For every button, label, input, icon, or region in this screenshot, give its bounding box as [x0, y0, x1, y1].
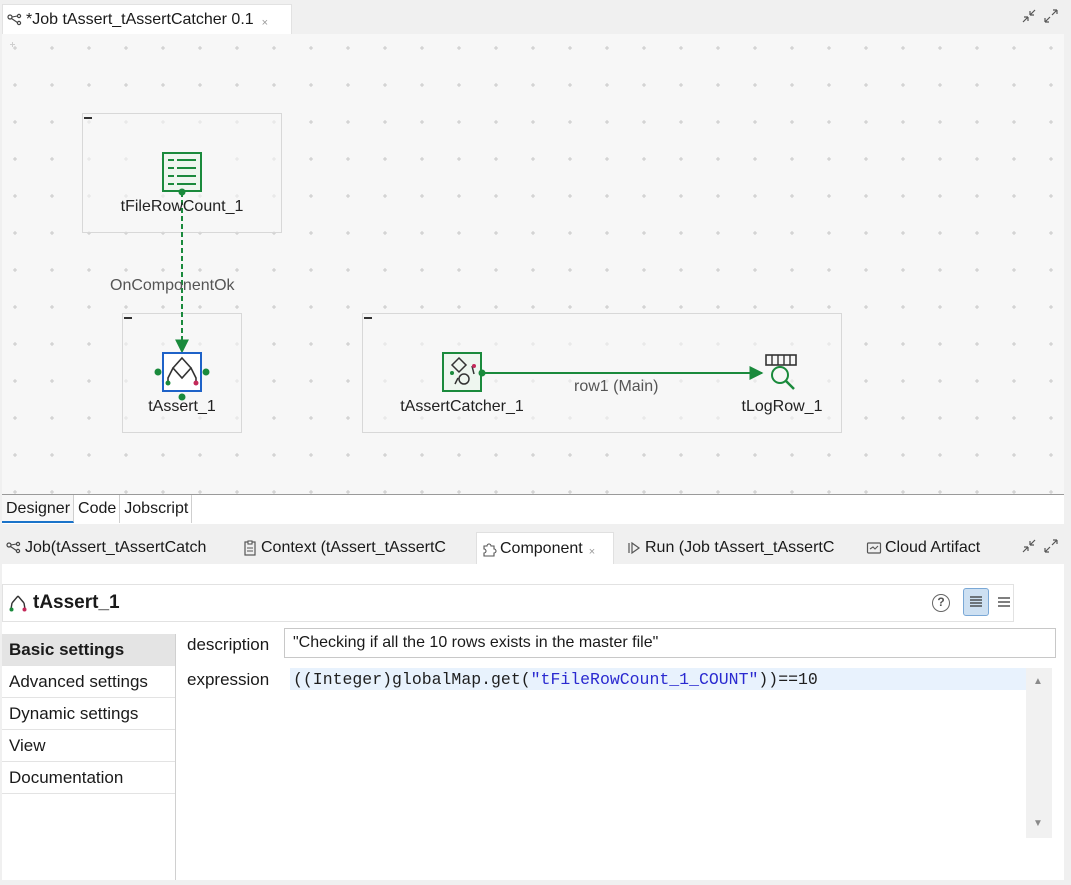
designer-canvas[interactable]: tFileRowCount_1 OnComponentOk tAssert_1 … [2, 34, 1064, 494]
tab-cloud-artifact[interactable]: Cloud Artifact [862, 532, 1012, 564]
expression-code: ((Integer)globalMap.get( [293, 670, 531, 689]
view-tab-bar: Job(tAssert_tAssertCatch Context (tAsser… [0, 532, 1071, 564]
minimize-icon[interactable] [1021, 8, 1037, 24]
tab-cloud-artifact-label: Cloud Artifact [885, 539, 981, 556]
run-icon [628, 541, 641, 555]
maximize-icon[interactable] [1043, 538, 1059, 554]
component-view: tAssert_1 ? Basic settings Advanced sett… [2, 564, 1064, 880]
tab-job-label: Job(tAssert_tAssertCatch [25, 539, 207, 556]
nav-advanced-settings[interactable]: Advanced settings [2, 666, 175, 698]
maximize-icon[interactable] [1043, 8, 1059, 24]
canvas-connections [154, 152, 797, 401]
context-icon [244, 540, 256, 556]
tab-job[interactable]: Job(tAssert_tAssertCatch [2, 532, 234, 564]
connection-label-oncomponentok[interactable]: OnComponentOk [110, 277, 235, 294]
help-icon[interactable]: ? [932, 594, 950, 612]
component-header: tAssert_1 [2, 584, 1014, 622]
tab-component-label: Component [500, 539, 583, 557]
tab-context-label: Context (tAssert_tAssertC [261, 539, 446, 556]
tab-designer[interactable]: Designer [2, 495, 75, 523]
collapse-toggle[interactable] [124, 317, 132, 319]
puzzle-icon [483, 542, 497, 557]
assert-catcher-icon[interactable] [442, 352, 486, 392]
layout-vertical-button[interactable] [991, 588, 1017, 616]
tab-component-close-icon[interactable]: × [588, 545, 596, 558]
tab-component[interactable]: Component × [476, 532, 614, 564]
collapse-toggle[interactable] [84, 117, 92, 119]
component-label-tfilerowcount[interactable]: tFileRowCount_1 [120, 198, 244, 215]
editor-tab-job[interactable]: *Job tAssert_tAssertCatcher 0.1 × [2, 4, 292, 34]
tab-context[interactable]: Context (tAssert_tAssertC [238, 532, 472, 564]
expression-code-end: ))==10 [758, 670, 818, 689]
settings-nav: Basic settings Advanced settings Dynamic… [2, 634, 176, 880]
job-icon [6, 541, 21, 554]
tab-run-label: Run (Job tAssert_tAssertC [645, 539, 835, 556]
nav-view[interactable]: View [2, 730, 175, 762]
description-label: description [187, 635, 270, 654]
log-row-icon[interactable] [765, 354, 797, 390]
view-window-controls [1021, 538, 1059, 554]
tab-jobscript[interactable]: Jobscript [120, 495, 193, 523]
file-row-count-icon[interactable] [162, 152, 202, 196]
component-label-tassertcatcher[interactable]: tAssertCatcher_1 [400, 398, 524, 415]
tab-run[interactable]: Run (Job tAssert_tAssertC [622, 532, 858, 564]
collapse-toggle[interactable] [364, 317, 372, 319]
editor-tab-title: *Job tAssert_tAssertCatcher 0.1 [26, 10, 254, 28]
nav-documentation[interactable]: Documentation [2, 762, 175, 794]
nav-dynamic-settings[interactable]: Dynamic settings [2, 698, 175, 730]
editor-tab-close-icon[interactable]: × [261, 16, 269, 29]
scroll-down-icon[interactable]: ▼ [1033, 818, 1043, 829]
expression-label: expression [187, 670, 270, 689]
component-label-tlogrow[interactable]: tLogRow_1 [741, 398, 823, 415]
assert-icon[interactable] [154, 352, 210, 401]
expression-line: ((Integer)globalMap.get("tFileRowCount_1… [290, 668, 1026, 690]
job-icon [7, 13, 22, 25]
description-field[interactable]: "Checking if all the 10 rows exists in t… [284, 628, 1056, 658]
tab-code[interactable]: Code [74, 495, 121, 523]
expression-editor[interactable]: ((Integer)globalMap.get("tFileRowCount_1… [290, 668, 1052, 838]
cloud-artifact-icon [866, 542, 882, 554]
minimize-icon[interactable] [1021, 538, 1037, 554]
lines-icon [998, 597, 1010, 607]
assert-icon [9, 595, 27, 612]
layout-horizontal-button[interactable] [963, 588, 989, 616]
component-label-tassert[interactable]: tAssert_1 [148, 398, 216, 415]
component-title: tAssert_1 [33, 592, 120, 613]
lines-icon [970, 596, 982, 607]
scroll-up-icon[interactable]: ▲ [1033, 676, 1043, 687]
editor-tab-bar: *Job tAssert_tAssertCatcher 0.1 × [0, 0, 1071, 34]
designer-tab-bar: Designer Code Jobscript [2, 494, 1064, 524]
connection-label-row1[interactable]: row1 (Main) [574, 378, 659, 395]
expression-string: "tFileRowCount_1_COUNT" [530, 670, 759, 689]
nav-basic-settings[interactable]: Basic settings [2, 634, 175, 666]
editor-window-controls [1021, 8, 1059, 24]
expression-scrollbar[interactable]: ▲ ▼ [1026, 668, 1052, 838]
